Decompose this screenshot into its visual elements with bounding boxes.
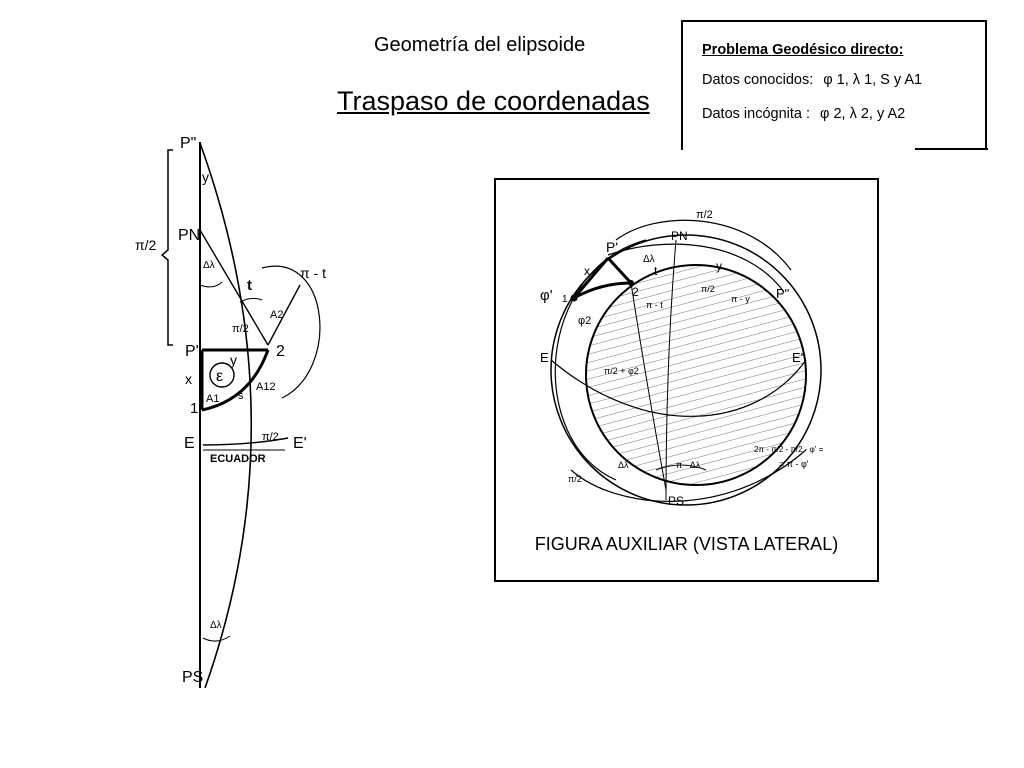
label-point-2: 2 (276, 343, 285, 360)
aux-label-pi-half-plus-phi2: π/2 + φ2 (604, 366, 639, 376)
known-label: Datos conocidos: (702, 72, 814, 88)
aux-label-pi-minus-t: π - t (646, 300, 663, 310)
aux-meridian-2 (665, 239, 677, 501)
aux-label-p-south: PS (668, 494, 684, 508)
outer-arc-top (615, 219, 792, 271)
label-point-1: 1 (190, 400, 198, 417)
aux-label-pi-half-bottom: π/2 (568, 474, 582, 484)
label-y-mid: y (230, 352, 237, 368)
aux-label-e-left: E (540, 350, 549, 365)
pi-minus-t-arc (261, 265, 321, 399)
aux-label-p-prime: P' (606, 239, 618, 255)
aux-label-phi-prime: φ' (540, 287, 553, 304)
label-e-right: E' (293, 435, 307, 452)
aux-triangle-x (572, 257, 610, 299)
page-subtitle: Geometría del elipsoide (374, 34, 586, 56)
delta-lambda-bottom-arc (202, 635, 231, 642)
aux-label-phi2: φ2 (578, 315, 591, 327)
pi-half-bracket (160, 149, 173, 346)
label-p-prime: P' (185, 343, 199, 360)
label-p-double: P" (180, 135, 196, 152)
aux-geodesic-s (573, 281, 632, 300)
info-unknown-row: Datos incógnita : φ 2, λ 2, y A2 (702, 106, 905, 122)
aux-label-pi-half-mid: π/2 (701, 284, 715, 294)
info-title: Problema Geodésico directo: (702, 42, 904, 58)
info-known-row: Datos conocidos: φ 1, λ 1, S y A1 (702, 72, 922, 88)
aux-pi-minus-delta-arc (655, 464, 707, 471)
geodesic-s-curve (201, 349, 270, 412)
equator-ellipse (550, 359, 807, 417)
label-pi-half-bracket: π/2 (135, 237, 157, 253)
label-s: s (238, 390, 244, 402)
page-title: Traspaso de coordenadas (337, 86, 650, 116)
unknown-values: φ 2, λ 2, y A2 (820, 106, 906, 122)
t-arc (239, 297, 263, 303)
outer-meridian-curve (199, 142, 253, 689)
unknown-label: Datos incógnita : (702, 106, 811, 122)
equator-curve (202, 437, 289, 446)
aux-label-formula-line1: 2π - π/2 - π/2 - φ' = (754, 445, 824, 454)
pn-to-point2-line (199, 229, 269, 346)
aux-label-t: t (654, 264, 658, 278)
label-a2: A2 (270, 309, 283, 321)
label-p-south: PS (182, 669, 203, 686)
info-box: Problema Geodésico directo: Datos conoci… (681, 20, 987, 150)
label-epsilon: ε (216, 368, 223, 385)
outer-sphere-circle (550, 234, 822, 506)
aux-label-point-2: 2 (632, 285, 639, 299)
aux-label-p-north: PN (671, 229, 688, 243)
label-delta-lambda-top: Δλ (203, 260, 215, 271)
label-e-left: E (184, 435, 195, 452)
label-p-north: PN (178, 227, 200, 244)
label-x: x (185, 371, 192, 387)
azimuth-line (267, 284, 301, 346)
label-equator: ECUADOR (210, 453, 266, 465)
delta-lambda-top-arc (199, 281, 223, 288)
aux-point-1-dot (570, 294, 578, 302)
left-meridian-diagram: P" y π/2 PN Δλ π - t t A2 π/2 P' 2 y x ε… (135, 135, 326, 689)
label-a1: A1 (206, 393, 219, 405)
aux-label-pi-minus-y: π - y (731, 294, 750, 304)
aux-meridian-1 (630, 282, 667, 491)
label-delta-lambda-bottom: Δλ (210, 620, 222, 631)
aux-label-e-right: E' (792, 350, 803, 365)
auxiliary-figure-caption: FIGURA AUXILIAR (VISTA LATERAL) (534, 534, 839, 554)
label-a12: A12 (256, 381, 276, 393)
label-y-top: y (202, 169, 209, 185)
epsilon-circle (209, 362, 235, 388)
aux-label-pi-minus-delta-lambda: π - Δλ (676, 460, 701, 470)
inner-sphere-circle (585, 264, 807, 486)
label-pi-minus-t: π - t (300, 265, 326, 281)
aux-label-pi-half-top: π/2 (696, 209, 713, 221)
aux-label-delta-lambda-bottom: Δλ (618, 460, 629, 470)
aux-label-delta-lambda: Δλ (643, 254, 655, 265)
label-pi-half-equator: π/2 (262, 431, 279, 443)
aux-triangle-y (606, 256, 633, 285)
aux-label-x: x (584, 264, 590, 278)
aux-label-formula-line2: = π - φ' (779, 459, 809, 469)
label-t: t (247, 277, 252, 294)
auxiliary-sphere-diagram: π/2 P' PN Δλ t x y φ' 1 2 φ2 π - t π/2 π… (540, 209, 824, 508)
aux-label-point-1: 1 (562, 294, 568, 305)
auxiliary-figure-box: π/2 P' PN Δλ t x y φ' 1 2 φ2 π - t π/2 π… (494, 178, 879, 582)
label-pi-half-small: π/2 (232, 323, 249, 335)
aux-label-p-double: P" (776, 286, 790, 301)
aux-label-y: y (716, 259, 722, 273)
info-box-bottom-border (915, 148, 988, 150)
great-circle-arc (607, 243, 785, 293)
known-values: φ 1, λ 1, S y A1 (823, 72, 923, 88)
